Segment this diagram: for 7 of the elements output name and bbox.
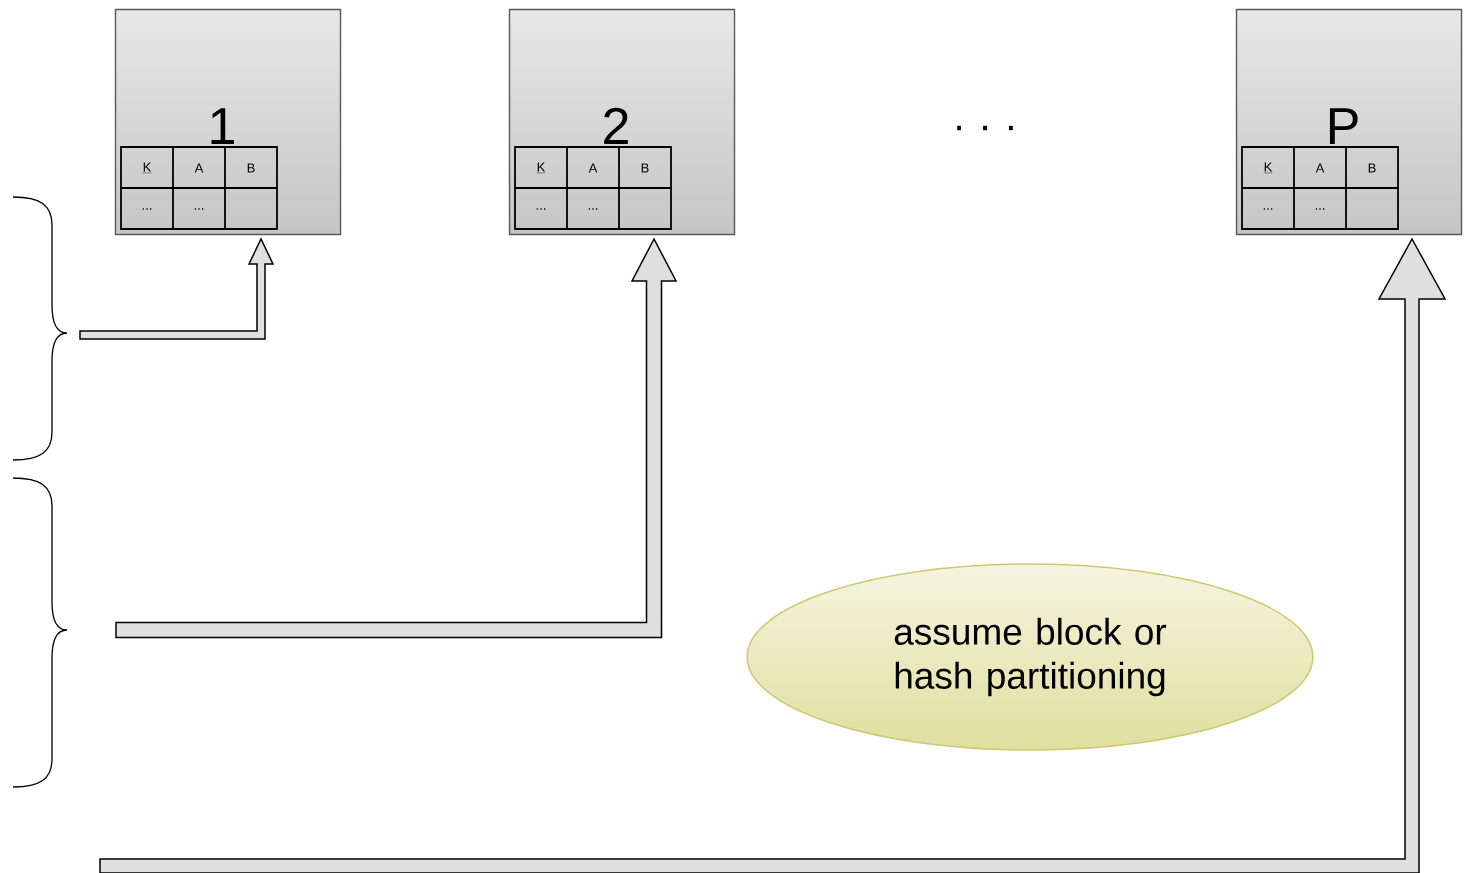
block-arrow: [79, 237, 275, 340]
data-table: K A B ... ...: [514, 146, 672, 230]
data-table: K A B ... ...: [1241, 146, 1399, 230]
data-table: K A B ... ...: [120, 146, 278, 230]
block-arrow: [115, 237, 678, 639]
block-arrow: [99, 237, 1447, 873]
ellipsis: . . .: [957, 125, 1013, 131]
